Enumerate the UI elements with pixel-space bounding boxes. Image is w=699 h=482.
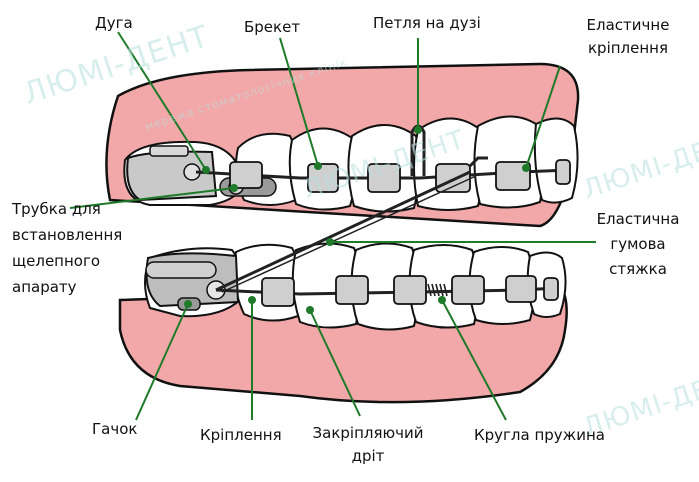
label-tube-line-4: апарату bbox=[12, 278, 77, 296]
bracket-hook bbox=[468, 156, 488, 168]
coil-spring bbox=[427, 283, 448, 297]
label-elastic-ligature-line-1: Еластичне bbox=[586, 16, 670, 34]
leader-lines bbox=[69, 31, 596, 421]
label-elastic-chain-line-1: Еластична bbox=[596, 210, 680, 228]
label-elastic-ligature: Еластичне кріплення bbox=[578, 14, 678, 60]
label-lock-wire-line-2: дріт bbox=[351, 447, 385, 465]
label-lock-wire-line-1: Закріпляючий bbox=[312, 424, 424, 442]
intermaxillary-elastic bbox=[215, 170, 471, 292]
upper-brackets bbox=[229, 159, 571, 193]
label-elastic-ligature-line-2: кріплення bbox=[587, 39, 668, 57]
lower-brackets bbox=[261, 275, 559, 307]
label-tube: Трубка для встановлення щелепного апарат… bbox=[12, 198, 122, 299]
upper-archwire bbox=[195, 168, 571, 180]
label-tube-line-3: щелепного bbox=[12, 252, 101, 270]
label-ligature: Кріплення bbox=[200, 426, 282, 444]
label-arch: Дуга bbox=[95, 14, 133, 32]
label-elastic-chain: Еластична гумова стяжка bbox=[588, 208, 688, 281]
label-coil-spring: Кругла пружина bbox=[474, 426, 605, 444]
label-tube-line-2: встановлення bbox=[12, 226, 123, 244]
label-hook: Гачок bbox=[92, 420, 138, 438]
label-bracket: Брекет bbox=[244, 18, 301, 36]
leader-dots bbox=[184, 126, 530, 314]
label-lock-wire: Закріпляючий дріт bbox=[308, 422, 428, 468]
label-elastic-chain-line-3: стяжка bbox=[609, 260, 667, 278]
label-elastic-chain-line-2: гумова bbox=[610, 235, 666, 253]
label-tube-line-1: Трубка для bbox=[12, 200, 101, 218]
label-loop-line-1: Петля на bbox=[373, 14, 445, 32]
label-loop: Петля на дузі bbox=[373, 12, 481, 35]
lower-molar-band bbox=[145, 252, 240, 311]
label-loop-line-2: дузі bbox=[449, 14, 481, 32]
